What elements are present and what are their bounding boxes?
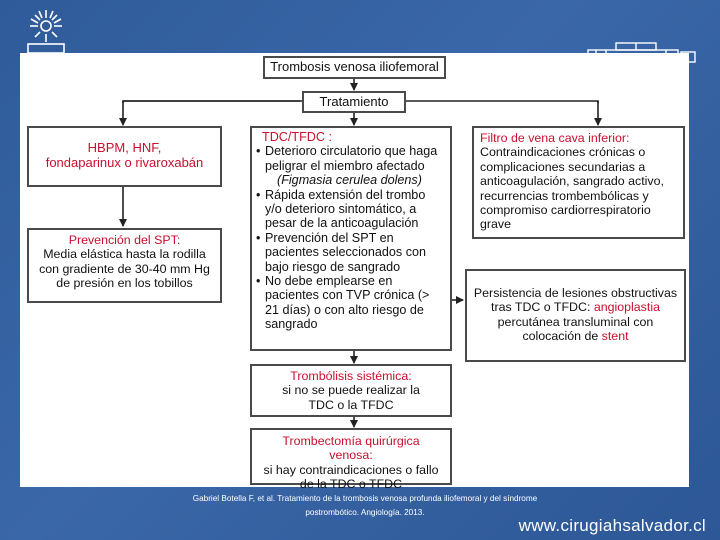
obstructive-lesions-stent: stent <box>601 329 629 344</box>
tdc-tfdc-criterion-1: Deterioro circulatorio que haga peligrar… <box>256 144 444 187</box>
node-treatment-label: Tratamiento <box>319 94 389 109</box>
node-vena-cava-filter: Filtro de vena cava inferior: Contraindi… <box>472 126 685 239</box>
flowchart-panel: Trombosis venosa iliofemoral Tratamiento… <box>20 53 689 491</box>
node-tdc-tfdc: TDC/TFDC : Deterioro circulatorio que ha… <box>250 126 452 351</box>
surgical-thrombectomy-heading: Trombectomía quirúrgica venosa: <box>282 434 420 463</box>
tdc-tfdc-criteria-list: Deterioro circulatorio que haga peligrar… <box>256 144 444 331</box>
node-iliofemoral-dvt: Trombosis venosa iliofemoral <box>263 56 446 79</box>
institution-logo-icon <box>27 10 65 54</box>
citation: Gabriel Botella F, et al. Tratamiento de… <box>150 492 580 520</box>
node-surgical-thrombectomy: Trombectomía quirúrgica venosa: si hay c… <box>250 428 452 491</box>
tdc-tfdc-criterion-3: Prevención del SPT en pacientes seleccio… <box>256 231 444 274</box>
tdc-tfdc-criterion-1-note: (Figmasia cerulea dolens) <box>277 173 422 188</box>
citation-line2: postrombótico. Angiología. 2013. <box>305 508 425 517</box>
node-anticoagulation: HBPM, HNF, fondaparinux o rivaroxabán <box>27 126 222 187</box>
anticoagulation-line2: fondaparinux o rivaroxabán <box>45 155 204 170</box>
node-systemic-thrombolysis: Trombólisis sistémica: si no se puede re… <box>250 364 452 417</box>
node-spt-prevention: Prevención del SPT: Media elástica hasta… <box>27 228 222 303</box>
vena-cava-filter-body: Contraindicaciones crónicas o complicaci… <box>480 145 664 232</box>
vena-cava-filter-heading: Filtro de vena cava inferior: <box>480 131 630 145</box>
node-obstructive-lesions: Persistencia de lesiones obstructivas tr… <box>465 269 686 362</box>
website-url: www.cirugiahsalvador.cl <box>518 516 706 535</box>
surgical-thrombectomy-body: si hay contraindicaciones o fallo de la … <box>263 462 439 492</box>
obstructive-lesions-text-2: percutánea transluminal con colocación d… <box>497 314 654 344</box>
spt-prevention-heading: Prevención del SPT: <box>68 233 181 247</box>
citation-line1: Gabriel Botella F, et al. Tratamiento de… <box>192 494 538 503</box>
systemic-thrombolysis-heading: Trombólisis sistémica: <box>290 369 412 383</box>
tdc-tfdc-criterion-4: No debe emplearse en pacientes con TVP c… <box>256 274 444 332</box>
node-treatment: Tratamiento <box>302 91 406 113</box>
node-iliofemoral-dvt-label: Trombosis venosa iliofemoral <box>270 59 439 74</box>
obstructive-lesions-angioplasty: angioplastia <box>593 300 660 315</box>
spt-prevention-body: Media elástica hasta la rodilla con grad… <box>39 247 210 291</box>
obstructive-lesions-text-1: Persistencia de lesiones obstructivas tr… <box>473 286 678 315</box>
tdc-tfdc-heading: TDC/TFDC : <box>262 130 332 144</box>
systemic-thrombolysis-body: si no se puede realizar la TDC o la TFDC <box>282 383 420 412</box>
anticoagulation-line1: HBPM, HNF, <box>87 140 162 155</box>
tdc-tfdc-criterion-2: Rápida extensión del trombo y/o deterior… <box>256 188 444 231</box>
